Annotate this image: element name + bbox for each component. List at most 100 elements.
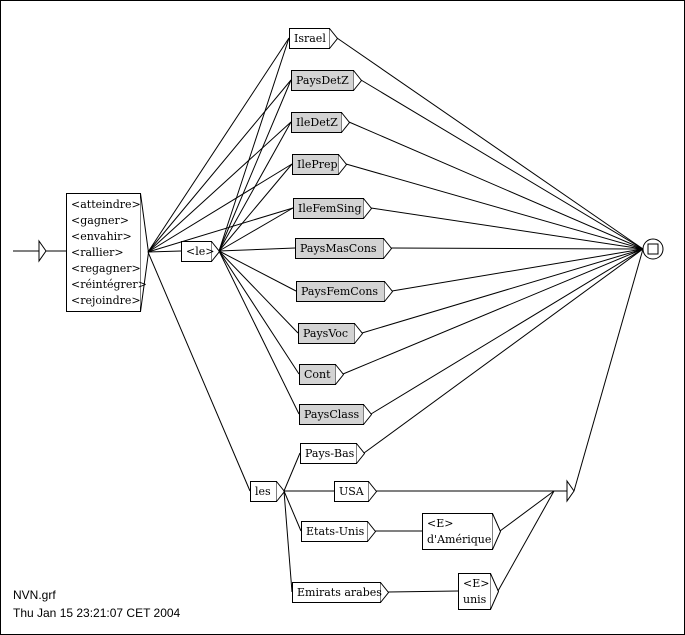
transition-les-paysbas [283, 452, 301, 492]
transition-le-to-3 [218, 163, 293, 252]
transition-le-to-8 [218, 250, 300, 375]
box-label: <atteindre> [71, 198, 141, 211]
box-label: d'Amérique [427, 533, 491, 546]
target-box-2: IleDetZ [291, 112, 351, 133]
transition-le-to-4 [218, 207, 294, 252]
transition-le-to-9 [218, 250, 300, 415]
transition-les-emirats [283, 490, 293, 593]
input-verb-box: <atteindre> <gagner> <envahir> <rallier> <re… [66, 193, 150, 312]
le-box: <le> [181, 241, 221, 262]
box-label: Pays-Bas [305, 447, 355, 460]
transition-le-to-7 [218, 250, 299, 334]
box-label: <regagner> [71, 262, 141, 275]
transition-input-to-1 [147, 79, 292, 253]
transition-input-to-le [147, 250, 182, 253]
box-label: Emirats arabes [297, 586, 382, 599]
graph-filename: NVN.grf [13, 588, 56, 602]
transition-le-to-1 [218, 79, 292, 252]
target-box-5: PaysMasCons [295, 238, 393, 259]
target-box-1: PaysDetZ [291, 70, 363, 91]
target-box-9: PaysClass [299, 404, 373, 425]
box-arrow [354, 323, 364, 344]
usa-box: USA [334, 481, 378, 502]
box-arrow [367, 521, 377, 542]
transition-4-to-final [370, 207, 644, 250]
transition-input-to-3 [147, 163, 293, 253]
transition-0-to-final [336, 37, 644, 250]
box-arrow [490, 573, 500, 610]
box-label: Cont [304, 368, 331, 381]
transition-le-to-2 [218, 121, 292, 252]
transition-3-to-final [345, 163, 644, 250]
transition-paysbas-final [363, 248, 644, 454]
box-label: PaysMasCons [300, 242, 377, 255]
transition-input-to-les [147, 251, 251, 492]
box-arrow [140, 193, 150, 312]
initial-state-arrow [38, 239, 47, 263]
transition-le-to-6 [218, 250, 297, 292]
box-label: <réintégrer> [71, 278, 147, 291]
transition-8-to-final [342, 248, 644, 375]
graph-timestamp: Thu Jan 15 23:21:07 CET 2004 [13, 606, 181, 620]
transition-9-to-final [370, 248, 644, 415]
box-label: IleDetZ [296, 116, 338, 129]
transition-2-to-final [348, 121, 644, 250]
box-arrow [276, 481, 286, 502]
transition-emirats-unis [387, 590, 459, 593]
transition-les-etatsunis [283, 490, 302, 532]
box-label: IleFemSing [298, 202, 362, 215]
amerique-box: <E> d'Amérique [422, 513, 502, 550]
target-box-3: IlePrep [292, 154, 348, 175]
box-arrow [356, 443, 366, 464]
transition-1-to-final [360, 79, 644, 250]
box-arrow [363, 404, 373, 425]
target-box-8: Cont [299, 364, 345, 385]
etats-unis-box: Etats-Unis [301, 521, 377, 542]
box-outline [422, 513, 493, 550]
box-label: <E> [463, 577, 489, 590]
transition-merge-final [573, 248, 644, 492]
box-arrow [338, 154, 348, 175]
transition-7-to-final [361, 248, 644, 334]
box-arrow [383, 238, 393, 259]
target-box-4: IleFemSing [293, 198, 373, 219]
box-arrow [492, 513, 502, 550]
box-arrow [341, 112, 351, 133]
transition-le-to-5 [218, 247, 296, 252]
box-label: <E> [427, 517, 453, 530]
target-box-6: PaysFemCons [296, 281, 394, 302]
transition-le-to-0 [218, 37, 290, 252]
box-label: Etats-Unis [306, 525, 365, 538]
transition-6-to-final [391, 248, 644, 292]
merge-arrow [566, 479, 575, 503]
box-label: PaysDetZ [296, 74, 349, 87]
box-label: PaysVoc [303, 327, 348, 340]
box-label: IlePrep [297, 158, 338, 171]
box-label: <le> [186, 245, 214, 258]
les-box: les [250, 481, 286, 502]
box-label: <gagner> [71, 214, 129, 227]
transition-input-to-0 [147, 37, 290, 253]
box-label: <rejoindre> [71, 294, 141, 307]
pays-bas-box: Pays-Bas [300, 443, 366, 464]
transition-unis-merge [497, 490, 555, 592]
box-arrow [384, 281, 394, 302]
box-arrow [368, 481, 378, 502]
transition-input-to-4 [147, 207, 294, 253]
box-label: les [255, 485, 271, 498]
box-label: <rallier> [71, 246, 124, 259]
box-label: PaysFemCons [301, 285, 378, 298]
box-label: USA [339, 485, 365, 498]
transition-input-to-2 [147, 121, 292, 253]
target-box-7: PaysVoc [298, 323, 364, 344]
box-label: PaysClass [304, 408, 359, 421]
emirats-box: Emirats arabes [292, 582, 390, 603]
final-state-square [647, 243, 659, 255]
box-arrow [363, 198, 373, 219]
unis-box: <E>unis [458, 573, 500, 610]
box-arrow [353, 70, 363, 91]
box-label: <envahir> [71, 230, 132, 243]
box-arrow [329, 28, 339, 49]
